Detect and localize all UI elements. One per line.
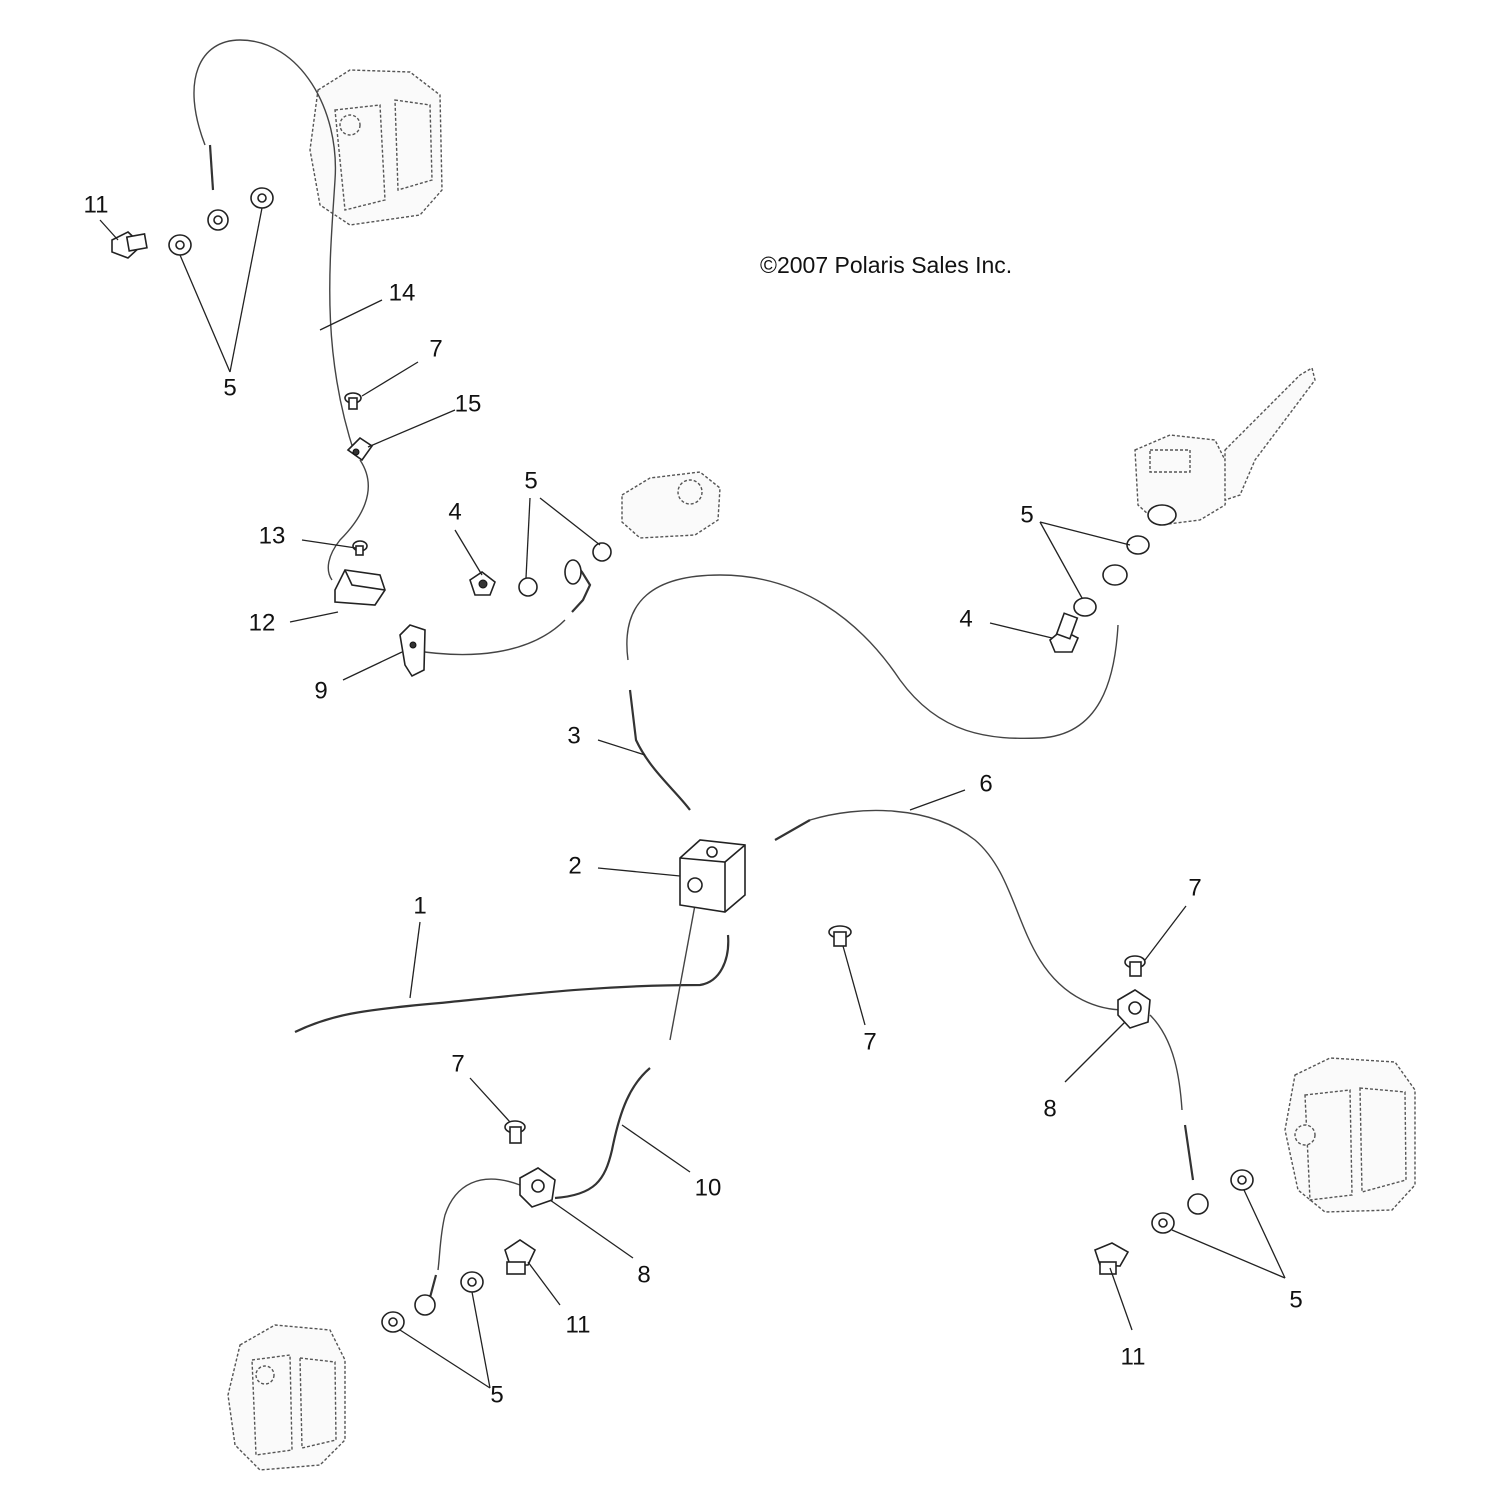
callout-11-bottom-mid: 11 [566, 1311, 591, 1338]
brake-line-block-to-10 [669, 904, 696, 1041]
brake-hose-3-loop [626, 574, 1119, 740]
copyright-notice: ©2007 Polaris Sales Inc. [760, 252, 1012, 278]
callout-4-front: 4 [959, 605, 972, 632]
callout-7-right: 7 [1188, 874, 1201, 901]
rear-brake-line [411, 619, 566, 656]
callout-10: 10 [695, 1174, 722, 1201]
rivet-7-center [828, 925, 852, 947]
callout-7-bottom: 7 [451, 1050, 464, 1077]
bolt-11-top-left [111, 231, 148, 259]
clamp-8-right [1117, 989, 1151, 1029]
washers-top-left [168, 187, 274, 256]
washers-rear-mid [518, 542, 612, 597]
callout-8-right: 8 [1043, 1095, 1056, 1122]
distribution-block-2 [679, 839, 746, 913]
rivet-13 [352, 540, 368, 556]
hose-14-lower [327, 459, 369, 581]
callout-3: 3 [567, 722, 580, 749]
hose-14-fitting [208, 144, 215, 191]
hose-clip-15 [346, 436, 374, 462]
washers-bottom-right [1151, 1169, 1254, 1234]
bracket-9 [399, 624, 426, 678]
callout-labels: 1 2 3 4 4 5 5 5 5 5 6 7 7 7 7 8 8 9 10 1… [84, 191, 1303, 1408]
brake-hose-10-lower [437, 1178, 521, 1271]
caliper-bottom-left [227, 1324, 346, 1471]
caliper-bottom-right [1284, 1057, 1416, 1213]
callout-12: 12 [249, 609, 276, 636]
callout-4-rear: 4 [448, 498, 461, 525]
callout-1: 1 [413, 892, 426, 919]
callout-9: 9 [314, 677, 327, 704]
brake-hose-6-lower [1149, 1014, 1183, 1111]
bolt-4-rear [469, 571, 496, 596]
rivet-7-top [344, 392, 362, 410]
callout-5-bottom-left: 5 [490, 1381, 503, 1408]
callout-5-rear: 5 [524, 467, 537, 494]
callout-6: 6 [979, 770, 992, 797]
caliper-top-left [309, 69, 443, 226]
bracket-12 [334, 569, 386, 606]
callout-11-top-left: 11 [84, 191, 109, 218]
callout-11-bottom-right: 11 [1121, 1343, 1146, 1370]
bolt-11-bottom-mid [504, 1239, 537, 1275]
callout-7-center: 7 [863, 1028, 876, 1055]
rivet-7-right [1124, 955, 1146, 977]
brake-hose-6 [809, 809, 1126, 1011]
master-cylinder-pedal [1134, 366, 1316, 526]
washers-master-cylinder [1073, 535, 1150, 617]
callout-5-bottom-right: 5 [1289, 1286, 1302, 1313]
rear-caliper-mid [621, 471, 721, 539]
callout-8-bottom: 8 [637, 1261, 650, 1288]
rivet-7-bottom [504, 1120, 526, 1144]
callout-7-top: 7 [429, 335, 442, 362]
callout-13: 13 [259, 522, 286, 549]
brake-hose-10 [554, 1067, 651, 1200]
leader-lines [99, 207, 1286, 1389]
callout-5-master-cylinder: 5 [1020, 501, 1033, 528]
bolt-4-front [1049, 612, 1080, 653]
callout-2: 2 [568, 852, 581, 879]
callout-14: 14 [389, 279, 416, 306]
washers-bottom-left [381, 1271, 484, 1333]
brake-hose-6-fitting [774, 819, 811, 841]
bolt-11-bottom-right [1094, 1242, 1130, 1275]
callout-5-top-left: 5 [223, 374, 236, 401]
brake-hose-1 [294, 934, 730, 1033]
callout-15: 15 [455, 390, 482, 417]
brake-hose-6-end [1183, 1124, 1195, 1181]
brake-hose-3-fitting [628, 689, 691, 811]
clamp-8-bottom [519, 1167, 556, 1208]
